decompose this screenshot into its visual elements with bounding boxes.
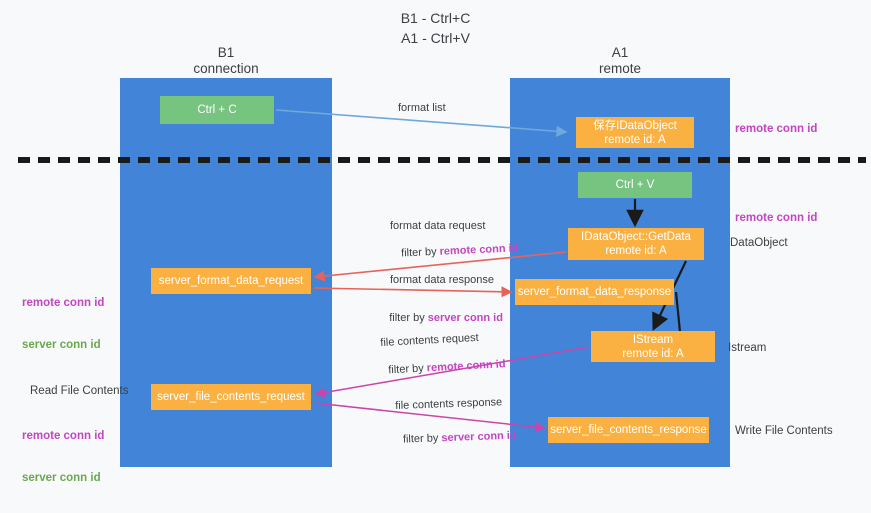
edge-label-format-list: format list <box>398 102 446 114</box>
annotation-remote-conn-id-left-2: remote conn id <box>22 430 105 442</box>
filter-by-text-3: filter by <box>388 362 428 377</box>
annotation-remote-conn-id-mid: remote conn id <box>735 212 818 224</box>
annotation-write-file-contents: Write File Contents <box>735 425 833 437</box>
annotation-dataobject: DataObject <box>730 237 788 249</box>
annotation-istream: Istream <box>728 342 767 354</box>
edge-label-format-data-response: format data response <box>390 274 494 286</box>
annotation-server-conn-id-left-1: server conn id <box>22 339 101 351</box>
annotation-server-conn-id-left-2: server conn id <box>22 472 101 484</box>
node-ctrl-v[interactable]: Ctrl + V <box>578 172 692 198</box>
annotation-conn-ids-mid: remote conn id server conn id <box>22 268 104 380</box>
remote-conn-id-text-2: remote conn id <box>426 358 506 375</box>
node-server-file-contents-response[interactable]: server_file_contents_response <box>548 417 709 443</box>
edge-label-filter-remote-conn-id-1: filter by remote conn id <box>388 227 519 275</box>
node-server-format-data-request[interactable]: server_format_data_request <box>151 268 311 294</box>
filter-by-text-4: filter by <box>402 432 442 446</box>
annotation-conn-ids-bottom: remote conn id server conn id <box>22 401 104 513</box>
remote-conn-id-text-1: remote conn id <box>439 242 519 258</box>
node-server-file-contents-request[interactable]: server_file_contents_request <box>151 384 311 410</box>
edge-label-filter-remote-conn-id-2: filter by remote conn id <box>375 343 507 392</box>
edge-label-file-contents-response: file contents response <box>395 396 503 412</box>
edge-label-format-data-request: format data request <box>390 220 486 232</box>
annotation-read-file-contents: Read File Contents <box>30 385 129 397</box>
server-conn-id-text-2: server conn id <box>441 429 517 445</box>
filter-by-text-2: filter by <box>389 312 428 324</box>
filter-by-text-1: filter by <box>400 245 440 260</box>
annotation-remote-conn-id-left-1: remote conn id <box>22 297 105 309</box>
arrow-format-data-response <box>313 286 513 298</box>
node-ctrl-c[interactable]: Ctrl + C <box>160 96 274 124</box>
server-conn-id-text-1: server conn id <box>427 312 503 324</box>
edge-label-filter-server-conn-id-1: filter by server conn id <box>377 297 503 339</box>
edge-label-filter-server-conn-id-2: filter by server conn id <box>390 415 517 461</box>
node-server-format-data-response[interactable]: server_format_data_response <box>515 279 674 305</box>
annotation-remote-conn-id-top: remote conn id <box>735 123 818 135</box>
